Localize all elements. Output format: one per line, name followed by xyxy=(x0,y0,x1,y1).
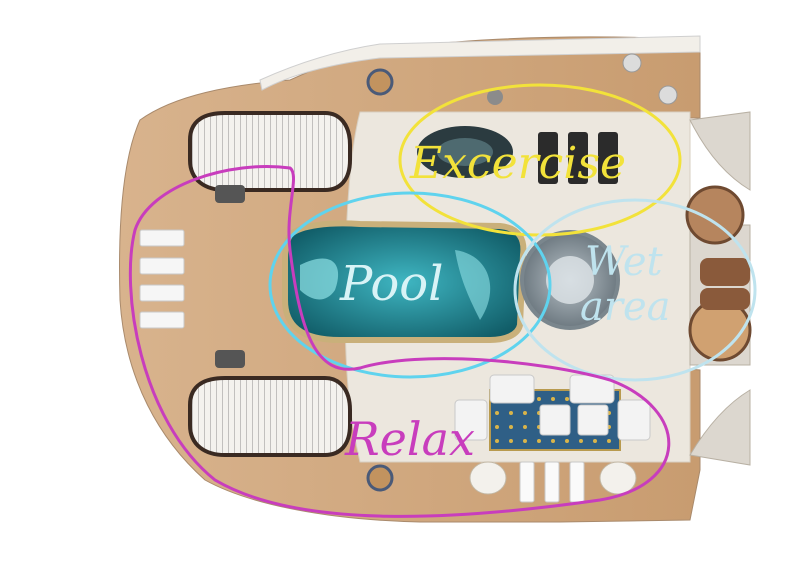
wet-area-label-line1: Wet xyxy=(585,239,664,285)
staircase-top xyxy=(188,111,352,192)
stern-bay xyxy=(689,389,751,466)
lounge-seats xyxy=(454,374,651,441)
relax-label: Relax xyxy=(344,412,475,466)
side-wing xyxy=(259,35,701,91)
zone-labels: Excercise Pool Wet area Relax xyxy=(339,138,671,466)
wet-area-fixtures xyxy=(685,185,752,362)
exercise-label: Excercise xyxy=(409,138,626,189)
wet-zone-outline xyxy=(513,198,757,382)
pool xyxy=(282,220,527,343)
sunbeds-bottom xyxy=(469,461,637,503)
sunbeds-left xyxy=(139,229,185,329)
staircase-bottom xyxy=(188,376,352,457)
stern-bay xyxy=(689,111,751,191)
pool-label: Pool xyxy=(339,256,444,312)
wet-area-label-line2: area xyxy=(580,284,671,330)
gym-equipment xyxy=(417,126,618,184)
zone-outlines xyxy=(128,83,757,518)
pool-zone-outline xyxy=(268,191,552,379)
tables xyxy=(215,53,678,492)
relax-zone-outline xyxy=(128,165,671,518)
